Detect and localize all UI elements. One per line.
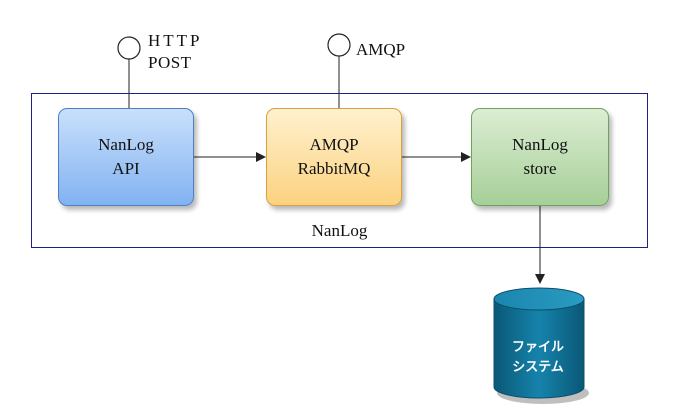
- amqp-interface-label: AMQP: [356, 39, 405, 61]
- amqp-label-line1: AMQP: [356, 40, 406, 59]
- api-node-line1: NanLog: [98, 135, 154, 154]
- http-label-line2: POST: [148, 53, 192, 72]
- mq-node-line2: RabbitMQ: [297, 159, 371, 178]
- http-interface-circle: [117, 36, 141, 60]
- api-node-line2: API: [112, 159, 140, 178]
- database-label-line1: ファイル: [511, 340, 564, 355]
- nanlog-store-node: NanLog store: [471, 108, 609, 206]
- nanlog-api-node: NanLog API: [58, 108, 194, 206]
- database-label: ファイル システム: [493, 338, 583, 378]
- mq-node-line1: AMQP: [309, 135, 359, 154]
- arrowhead-api-to-mq: [256, 152, 266, 162]
- amqp-interface-circle: [327, 33, 351, 57]
- http-interface-label: HTTP POST: [148, 30, 203, 74]
- arrowhead-mq-to-store: [461, 152, 471, 162]
- nanlog-system-boundary: NanLog: [31, 93, 648, 248]
- arrowhead-store-to-db: [535, 274, 545, 284]
- store-node-line1: NanLog: [512, 135, 568, 154]
- database-label-line2: システム: [512, 360, 564, 375]
- http-label-line1: HTTP: [148, 31, 203, 50]
- boundary-label: NanLog: [311, 221, 368, 240]
- rabbitmq-node: AMQP RabbitMQ: [266, 108, 402, 206]
- database-cylinder: [493, 287, 589, 404]
- store-node-line2: store: [523, 159, 557, 178]
